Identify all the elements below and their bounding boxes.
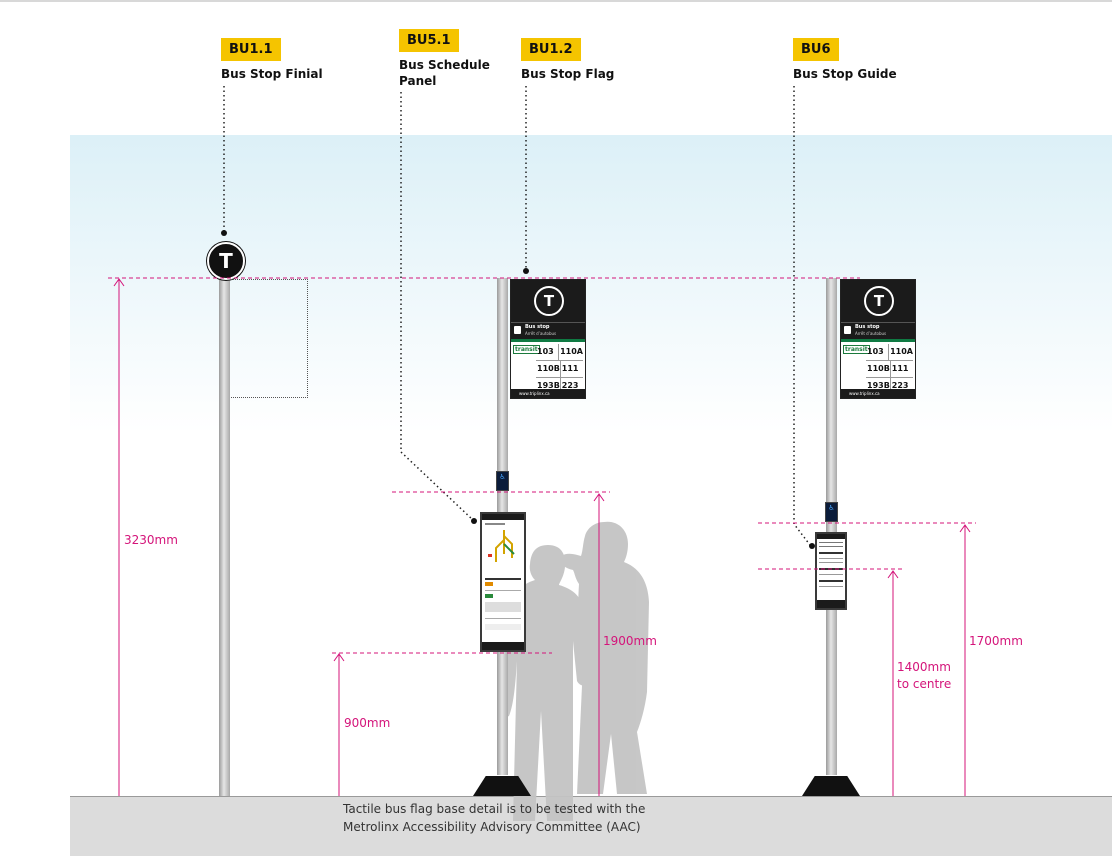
- dim-label-guide-centre-value: 1400mm: [897, 660, 951, 674]
- ground: [70, 796, 1112, 856]
- pole-finial: [219, 276, 230, 796]
- dim-label-guide-centre: 1400mm to centre: [897, 659, 951, 693]
- flag-title-strip: Bus stop Arrêt d’autobus: [511, 322, 585, 342]
- leader-dot: [809, 543, 815, 549]
- route-number: 111: [889, 361, 913, 377]
- leader-dot: [523, 268, 529, 274]
- callout-label: Bus Stop Finial: [221, 67, 323, 81]
- flag-footer-url: www.triplinx.ca: [511, 389, 585, 398]
- callout-code: BU5.1: [399, 29, 459, 52]
- leader-dot: [471, 518, 477, 524]
- callout-code: BU6: [793, 38, 839, 61]
- dim-label-panel-bottom: 900mm: [344, 716, 391, 730]
- flag-title: Bus stop: [855, 324, 880, 330]
- transit-t-icon: T: [534, 286, 564, 316]
- route-number: 103: [867, 347, 884, 356]
- bus-schedule-panel: [480, 512, 526, 652]
- route-row: 103 110A: [866, 344, 913, 361]
- route-number: 111: [559, 361, 583, 377]
- bus-icon: [514, 326, 521, 334]
- route-number: 110B: [867, 364, 890, 373]
- bus-stop-finial: T: [207, 242, 245, 280]
- bus-icon: [844, 326, 851, 334]
- callout-bu1-2: BU1.2 Bus Stop Flag: [521, 38, 614, 82]
- flag-subtitle: Arrêt d’autobus: [525, 331, 557, 336]
- accessibility-icon: ♿: [499, 473, 506, 481]
- callout-label: Bus Schedule Panel: [399, 58, 490, 88]
- pole-guide-base: [802, 776, 860, 796]
- route-number: 193B: [537, 381, 560, 390]
- tactile-base-note: Tactile bus flag base detail is to be te…: [343, 800, 645, 836]
- bus-stop-guide-panel: [815, 532, 847, 610]
- callout-code: BU1.2: [521, 38, 581, 61]
- dim-label-panel-top: 1900mm: [603, 634, 657, 648]
- callout-bu5-1: BU5.1 Bus Schedule Panel: [399, 29, 499, 89]
- leader-dot: [221, 230, 227, 236]
- callout-label: Bus Stop Guide: [793, 67, 897, 81]
- dim-label-pole-height: 3230mm: [124, 533, 178, 547]
- leader-line-schedule: [400, 92, 474, 521]
- pole-schedule-base: [473, 776, 531, 796]
- flag-outline-placeholder: [231, 279, 308, 398]
- route-number: 110A: [558, 344, 583, 360]
- leader-line-guide: [793, 86, 811, 546]
- flag-footer-url: www.triplinx.ca: [841, 389, 915, 398]
- route-number: 193B: [867, 381, 890, 390]
- callout-code: BU1.1: [221, 38, 281, 61]
- schedule-panel-graphic: [482, 514, 524, 650]
- flag-title-strip: Bus stop Arrêt d’autobus: [841, 322, 915, 342]
- agency-logo: transit: [843, 345, 870, 354]
- route-grid: 103 110A 110B 111 193B 223: [536, 344, 583, 395]
- agency-logo: transit: [513, 345, 540, 354]
- bus-stop-flag: T Bus stop Arrêt d’autobus transit 103 1…: [510, 279, 586, 399]
- callout-label: Bus Stop Flag: [521, 67, 615, 81]
- person-silhouette-right: [560, 521, 649, 794]
- route-number: 110B: [537, 364, 560, 373]
- flag-title: Bus stop: [525, 324, 550, 330]
- route-number: 110A: [888, 344, 913, 360]
- route-row: 110B 111: [536, 361, 583, 378]
- pole-guide: [826, 278, 837, 775]
- transit-t-icon: T: [219, 249, 233, 273]
- route-number: 223: [889, 378, 913, 394]
- transit-t-icon: T: [864, 286, 894, 316]
- flag-header: T: [841, 280, 915, 322]
- callout-bu6: BU6 Bus Stop Guide: [793, 38, 897, 82]
- top-rule: [0, 0, 1112, 2]
- route-row: 110B 111: [866, 361, 913, 378]
- bus-stop-flag-guide-pole: T Bus stop Arrêt d’autobus transit 103 1…: [840, 279, 916, 399]
- route-row: 103 110A: [536, 344, 583, 361]
- note-line-1: Tactile bus flag base detail is to be te…: [343, 802, 646, 816]
- accessibility-plate: ♿: [825, 502, 838, 522]
- flag-header: T: [511, 280, 585, 322]
- route-number: 223: [559, 378, 583, 394]
- route-number: 103: [537, 347, 554, 356]
- accessibility-icon: ♿: [828, 504, 835, 512]
- flag-body: transit 103 110A 110B 111 193B 223: [511, 342, 585, 395]
- dim-label-guide-centre-suffix: to centre: [897, 677, 952, 691]
- accessibility-plate: ♿: [496, 471, 509, 491]
- flag-subtitle: Arrêt d’autobus: [855, 331, 887, 336]
- dim-label-guide-top: 1700mm: [969, 634, 1023, 648]
- callout-bu1-1: BU1.1 Bus Stop Finial: [221, 38, 323, 82]
- note-line-2: Metrolinx Accessibility Advisory Committ…: [343, 820, 641, 834]
